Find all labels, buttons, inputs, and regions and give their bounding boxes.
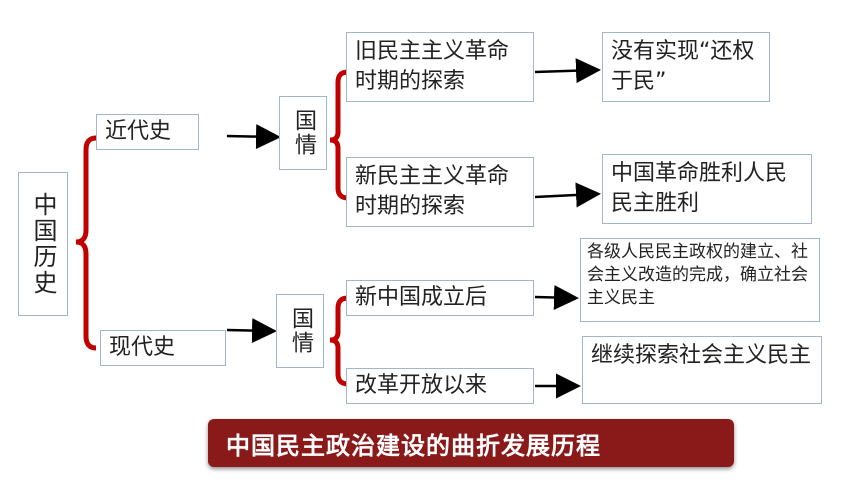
root-box: 中国历史: [18, 172, 68, 316]
topic-modern-box: 国情: [279, 96, 327, 170]
item-old-democracy-box: 旧民主主义革命时期的探索: [346, 32, 534, 102]
item-prc-founding-box: 新中国成立后: [346, 280, 534, 316]
result-reform-box: 继续探索社会主义民主: [582, 336, 822, 404]
result-new-democracy-box: 中国革命胜利人民民主胜利: [602, 154, 812, 224]
contemporary-brace: [329, 295, 349, 387]
root-brace: [75, 135, 97, 351]
item-new-democracy-box: 新民主主义革命时期的探索: [346, 157, 534, 227]
result-prc-founding-label: 各级人民民主政权的建立、社会主义改造的完成，确立社会主义民主: [587, 242, 808, 308]
arrow-contemporary-topic: [226, 318, 277, 344]
modern-brace: [329, 69, 349, 201]
branch-modern-label: 近代史: [105, 119, 172, 144]
item-new-democracy-label: 新民主主义革命时期的探索: [355, 164, 510, 219]
arrow-modern-topic: [226, 124, 281, 150]
arrow-old-democracy: [534, 58, 601, 84]
topic-contemporary-box: 国情: [276, 294, 324, 368]
result-old-democracy-box: 没有实现“还权于民”: [602, 32, 770, 102]
item-reform-box: 改革开放以来: [346, 368, 534, 404]
topic-contemporary-label: 国情: [288, 307, 313, 355]
result-reform-label: 继续探索社会主义民主: [591, 343, 812, 368]
arrow-prc-founding: [534, 284, 579, 310]
branch-modern-box: 近代史: [96, 114, 199, 150]
root-label: 中国历史: [29, 192, 57, 296]
topic-modern-label: 国情: [291, 109, 316, 157]
branch-contemporary-label: 现代史: [109, 335, 176, 360]
result-new-democracy-label: 中国革命胜利人民民主胜利: [611, 161, 788, 216]
result-prc-founding-box: 各级人民民主政权的建立、社会主义改造的完成，确立社会主义民主: [580, 238, 820, 322]
result-old-democracy-label: 没有实现“还权于民”: [611, 39, 755, 94]
title-banner-text: 中国民主政治建设的曲折发展历程: [226, 431, 601, 460]
branch-contemporary-box: 现代史: [100, 330, 226, 366]
arrow-new-democracy: [534, 182, 601, 208]
item-reform-label: 改革开放以来: [355, 373, 488, 398]
title-banner: 中国民主政治建设的曲折发展历程: [208, 419, 734, 467]
item-prc-founding-label: 新中国成立后: [355, 285, 488, 310]
item-old-democracy-label: 旧民主主义革命时期的探索: [355, 39, 510, 94]
